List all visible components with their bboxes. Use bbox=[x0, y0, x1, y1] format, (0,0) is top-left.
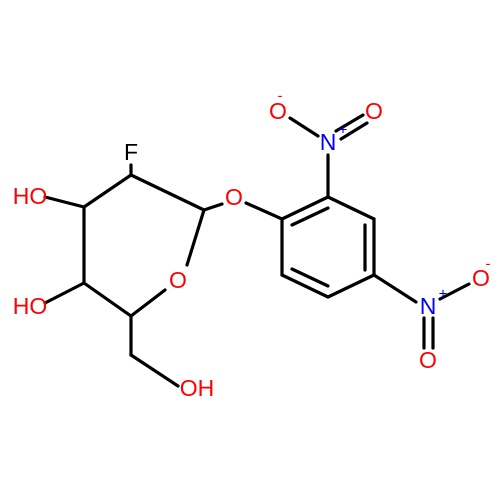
hydroxymethyl-oh-label: OH bbox=[180, 375, 215, 401]
bond-ar-inner-1 bbox=[290, 206, 330, 227]
bond-c5-ring-o bbox=[129, 288, 167, 318]
bond-c1-link-o bbox=[202, 202, 224, 212]
bond-ring-o-c1 bbox=[185, 208, 206, 267]
nitro-1-plus-charge: + bbox=[339, 122, 348, 139]
bond-ar4-n2 bbox=[372, 273, 418, 304]
nitro-1-nitrogen-label: N bbox=[320, 129, 337, 155]
hydroxyl-4-label: HO bbox=[13, 293, 48, 319]
bond-n1-o-double-a bbox=[334, 113, 365, 133]
nitro-1-minus-charge: - bbox=[278, 88, 283, 105]
nitro-2-minus-charge: - bbox=[486, 256, 491, 273]
ring-oxygen-label: O bbox=[169, 267, 187, 293]
bonds bbox=[43, 113, 471, 388]
bond-c2-c3 bbox=[82, 173, 133, 209]
bond-ar-inner-3 bbox=[290, 267, 330, 288]
bond-c3-oh bbox=[43, 195, 86, 209]
bond-c1-c2 bbox=[129, 173, 206, 212]
nitro-2-nitrogen-label: N bbox=[420, 293, 437, 319]
fluorine-label: F bbox=[124, 139, 138, 165]
nitro-2-oxide-label: O bbox=[472, 265, 490, 291]
atom-labels: F HO HO O O OH N + O - O N + O - O bbox=[13, 88, 491, 402]
bond-c4-oh bbox=[43, 281, 86, 305]
bond-c6-oh bbox=[129, 353, 180, 388]
hydroxyl-3-label: HO bbox=[13, 183, 48, 209]
bond-n1-o-double-b bbox=[339, 121, 369, 141]
nitro-1-oxide-label: O bbox=[269, 98, 287, 124]
bond-n1-o-single bbox=[288, 116, 320, 138]
nitro-2-oxo-label: O bbox=[419, 347, 437, 373]
bond-ar2-ar3 bbox=[326, 195, 376, 221]
bond-link-o-aryl bbox=[244, 201, 284, 221]
glycosidic-oxygen-label: O bbox=[225, 184, 243, 210]
bond-ar5-ar6 bbox=[280, 273, 330, 299]
bond-ar4-ar5 bbox=[326, 273, 376, 299]
bond-n2-o-single bbox=[438, 282, 471, 301]
bond-c4-c5 bbox=[82, 281, 133, 318]
bond-ar1-ar2 bbox=[280, 195, 330, 221]
nitro-1-oxo-label: O bbox=[365, 98, 383, 124]
nitro-2-plus-charge: + bbox=[439, 286, 448, 303]
